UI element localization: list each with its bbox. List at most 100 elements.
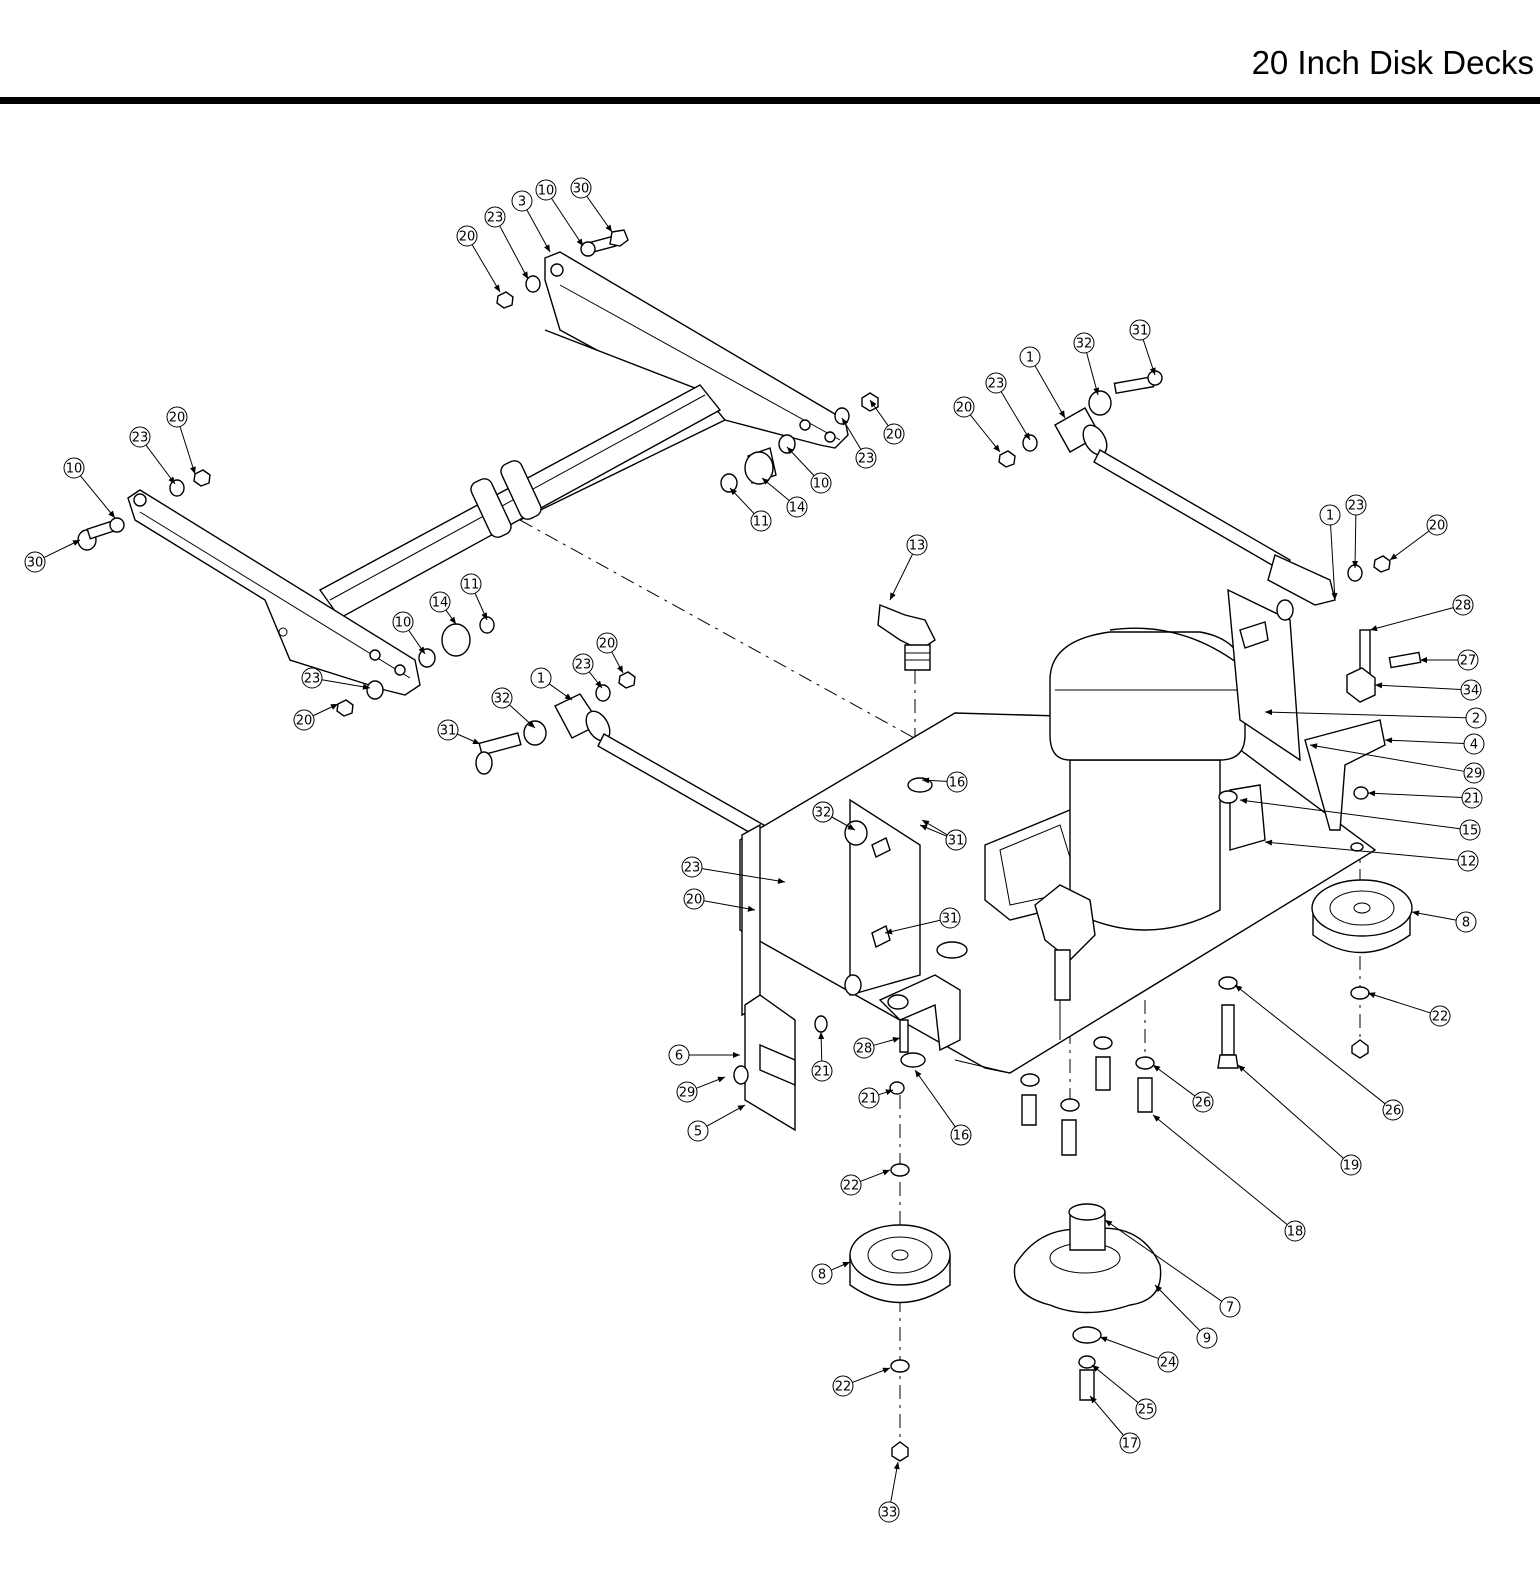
callout-circle: [832, 1375, 854, 1397]
callout-label: 14: [432, 596, 449, 611]
callout-21: 21: [858, 1087, 894, 1109]
callout-circle: [1455, 911, 1477, 933]
callout-leader: [1374, 684, 1462, 690]
callout-circle: [1382, 1099, 1404, 1121]
callout-label: 21: [814, 1065, 831, 1080]
callout-arrowhead: [1092, 1365, 1100, 1372]
callout-circle: [530, 667, 552, 689]
callout-10: 10: [392, 611, 426, 655]
callout-circle: [392, 611, 414, 633]
callout-arrowhead: [893, 1462, 900, 1470]
callout-label: 28: [1455, 599, 1472, 614]
callout-arrowhead: [362, 683, 370, 690]
callout-leader: [889, 553, 914, 601]
callout-label: 18: [1287, 1225, 1304, 1240]
elbow-fitting: [877, 604, 936, 671]
callout-label: 20: [169, 411, 186, 426]
callout-23: 23: [841, 417, 877, 469]
callout-32: 32: [812, 801, 856, 831]
callout-22: 22: [832, 1367, 891, 1397]
callout-arrowhead: [885, 928, 893, 935]
callout-arrowhead: [777, 877, 785, 884]
callout-label: 7: [1226, 1301, 1234, 1316]
callout-leader: [1104, 1219, 1223, 1302]
callout-circle: [883, 423, 905, 445]
callout-arrowhead: [449, 616, 456, 624]
callout-label: 20: [599, 637, 616, 652]
callout-label: 10: [395, 616, 412, 631]
callout-leader: [914, 1069, 956, 1128]
callout-circle: [535, 179, 557, 201]
callout-leader: [1367, 992, 1431, 1014]
callout-circle: [1192, 1091, 1214, 1113]
callout-circle: [946, 771, 968, 793]
callout-circle: [683, 888, 705, 910]
callout-circle: [687, 1120, 709, 1142]
arm-hardware: [77, 229, 879, 717]
callout-circle: [1345, 494, 1367, 516]
callout-arrowhead: [1093, 387, 1100, 395]
callout-21: 21: [1367, 787, 1483, 809]
front-lift-arm: [127, 489, 421, 696]
callout-arrowhead: [890, 592, 896, 600]
callout-30: 30: [570, 177, 613, 233]
callout-arrowhead: [1352, 560, 1359, 568]
callout-circle: [1157, 1351, 1179, 1373]
callout-leader: [145, 444, 176, 485]
callout-label: 20: [956, 401, 973, 416]
callout-leader: [1264, 841, 1459, 861]
callout-label: 29: [679, 1086, 696, 1101]
callout-arrowhead: [595, 680, 602, 688]
callout-circle: [1284, 1220, 1306, 1242]
turnbuckle-rod-upper: [998, 370, 1391, 606]
callout-label: 30: [27, 556, 44, 571]
callout-label: 20: [686, 893, 703, 908]
callout-label: 10: [813, 477, 830, 492]
callout-arrowhead: [1370, 625, 1378, 632]
callout-arrowhead: [747, 905, 755, 912]
callout-arrowhead: [472, 738, 480, 744]
callout-circle: [810, 472, 832, 494]
callout-label: 31: [1132, 324, 1149, 339]
callout-12: 12: [1264, 839, 1479, 872]
callout-leader: [701, 868, 786, 883]
callout-circle: [906, 534, 928, 556]
callout-23: 23: [1345, 494, 1367, 569]
callout-leader: [706, 1104, 746, 1127]
callout-circle: [855, 447, 877, 469]
callout-23: 23: [681, 856, 786, 884]
callout-5: 5: [687, 1104, 746, 1142]
callout-circle: [1429, 1005, 1451, 1027]
callout-circle: [166, 406, 188, 428]
callout-label: 24: [1160, 1356, 1177, 1371]
callout-leader: [1000, 391, 1031, 441]
callout-arrowhead: [818, 1032, 825, 1040]
callout-leader: [703, 900, 756, 911]
callout-label: 23: [575, 658, 592, 673]
callout-circle: [456, 225, 478, 247]
callout-label: 25: [1138, 1403, 1155, 1418]
drive-hub: [1013, 1203, 1162, 1401]
left-bracket: [741, 798, 961, 1132]
callout-20: 20: [953, 396, 1001, 453]
callout-leader: [1354, 514, 1357, 569]
callout-arrowhead: [842, 1262, 850, 1268]
callout-label: 21: [1464, 792, 1481, 807]
callout-label: 32: [1076, 337, 1093, 352]
callout-circle: [63, 457, 85, 479]
callout-circle: [1219, 1296, 1241, 1318]
callout-leader: [1152, 1114, 1288, 1226]
callout-arrowhead: [787, 447, 794, 455]
callout-circle: [570, 177, 592, 199]
callout-circle: [858, 1087, 880, 1109]
callout-circle: [786, 496, 808, 518]
callout-arrowhead: [842, 418, 849, 426]
callout-3: 3: [511, 190, 551, 253]
callout-arrowhead: [168, 476, 175, 484]
callout-label: 2: [1472, 712, 1480, 727]
callout-arrowhead: [1265, 839, 1273, 846]
callout-circle: [460, 573, 482, 595]
callout-23: 23: [129, 426, 176, 485]
callout-16: 16: [921, 771, 968, 793]
callout-label: 26: [1195, 1096, 1212, 1111]
